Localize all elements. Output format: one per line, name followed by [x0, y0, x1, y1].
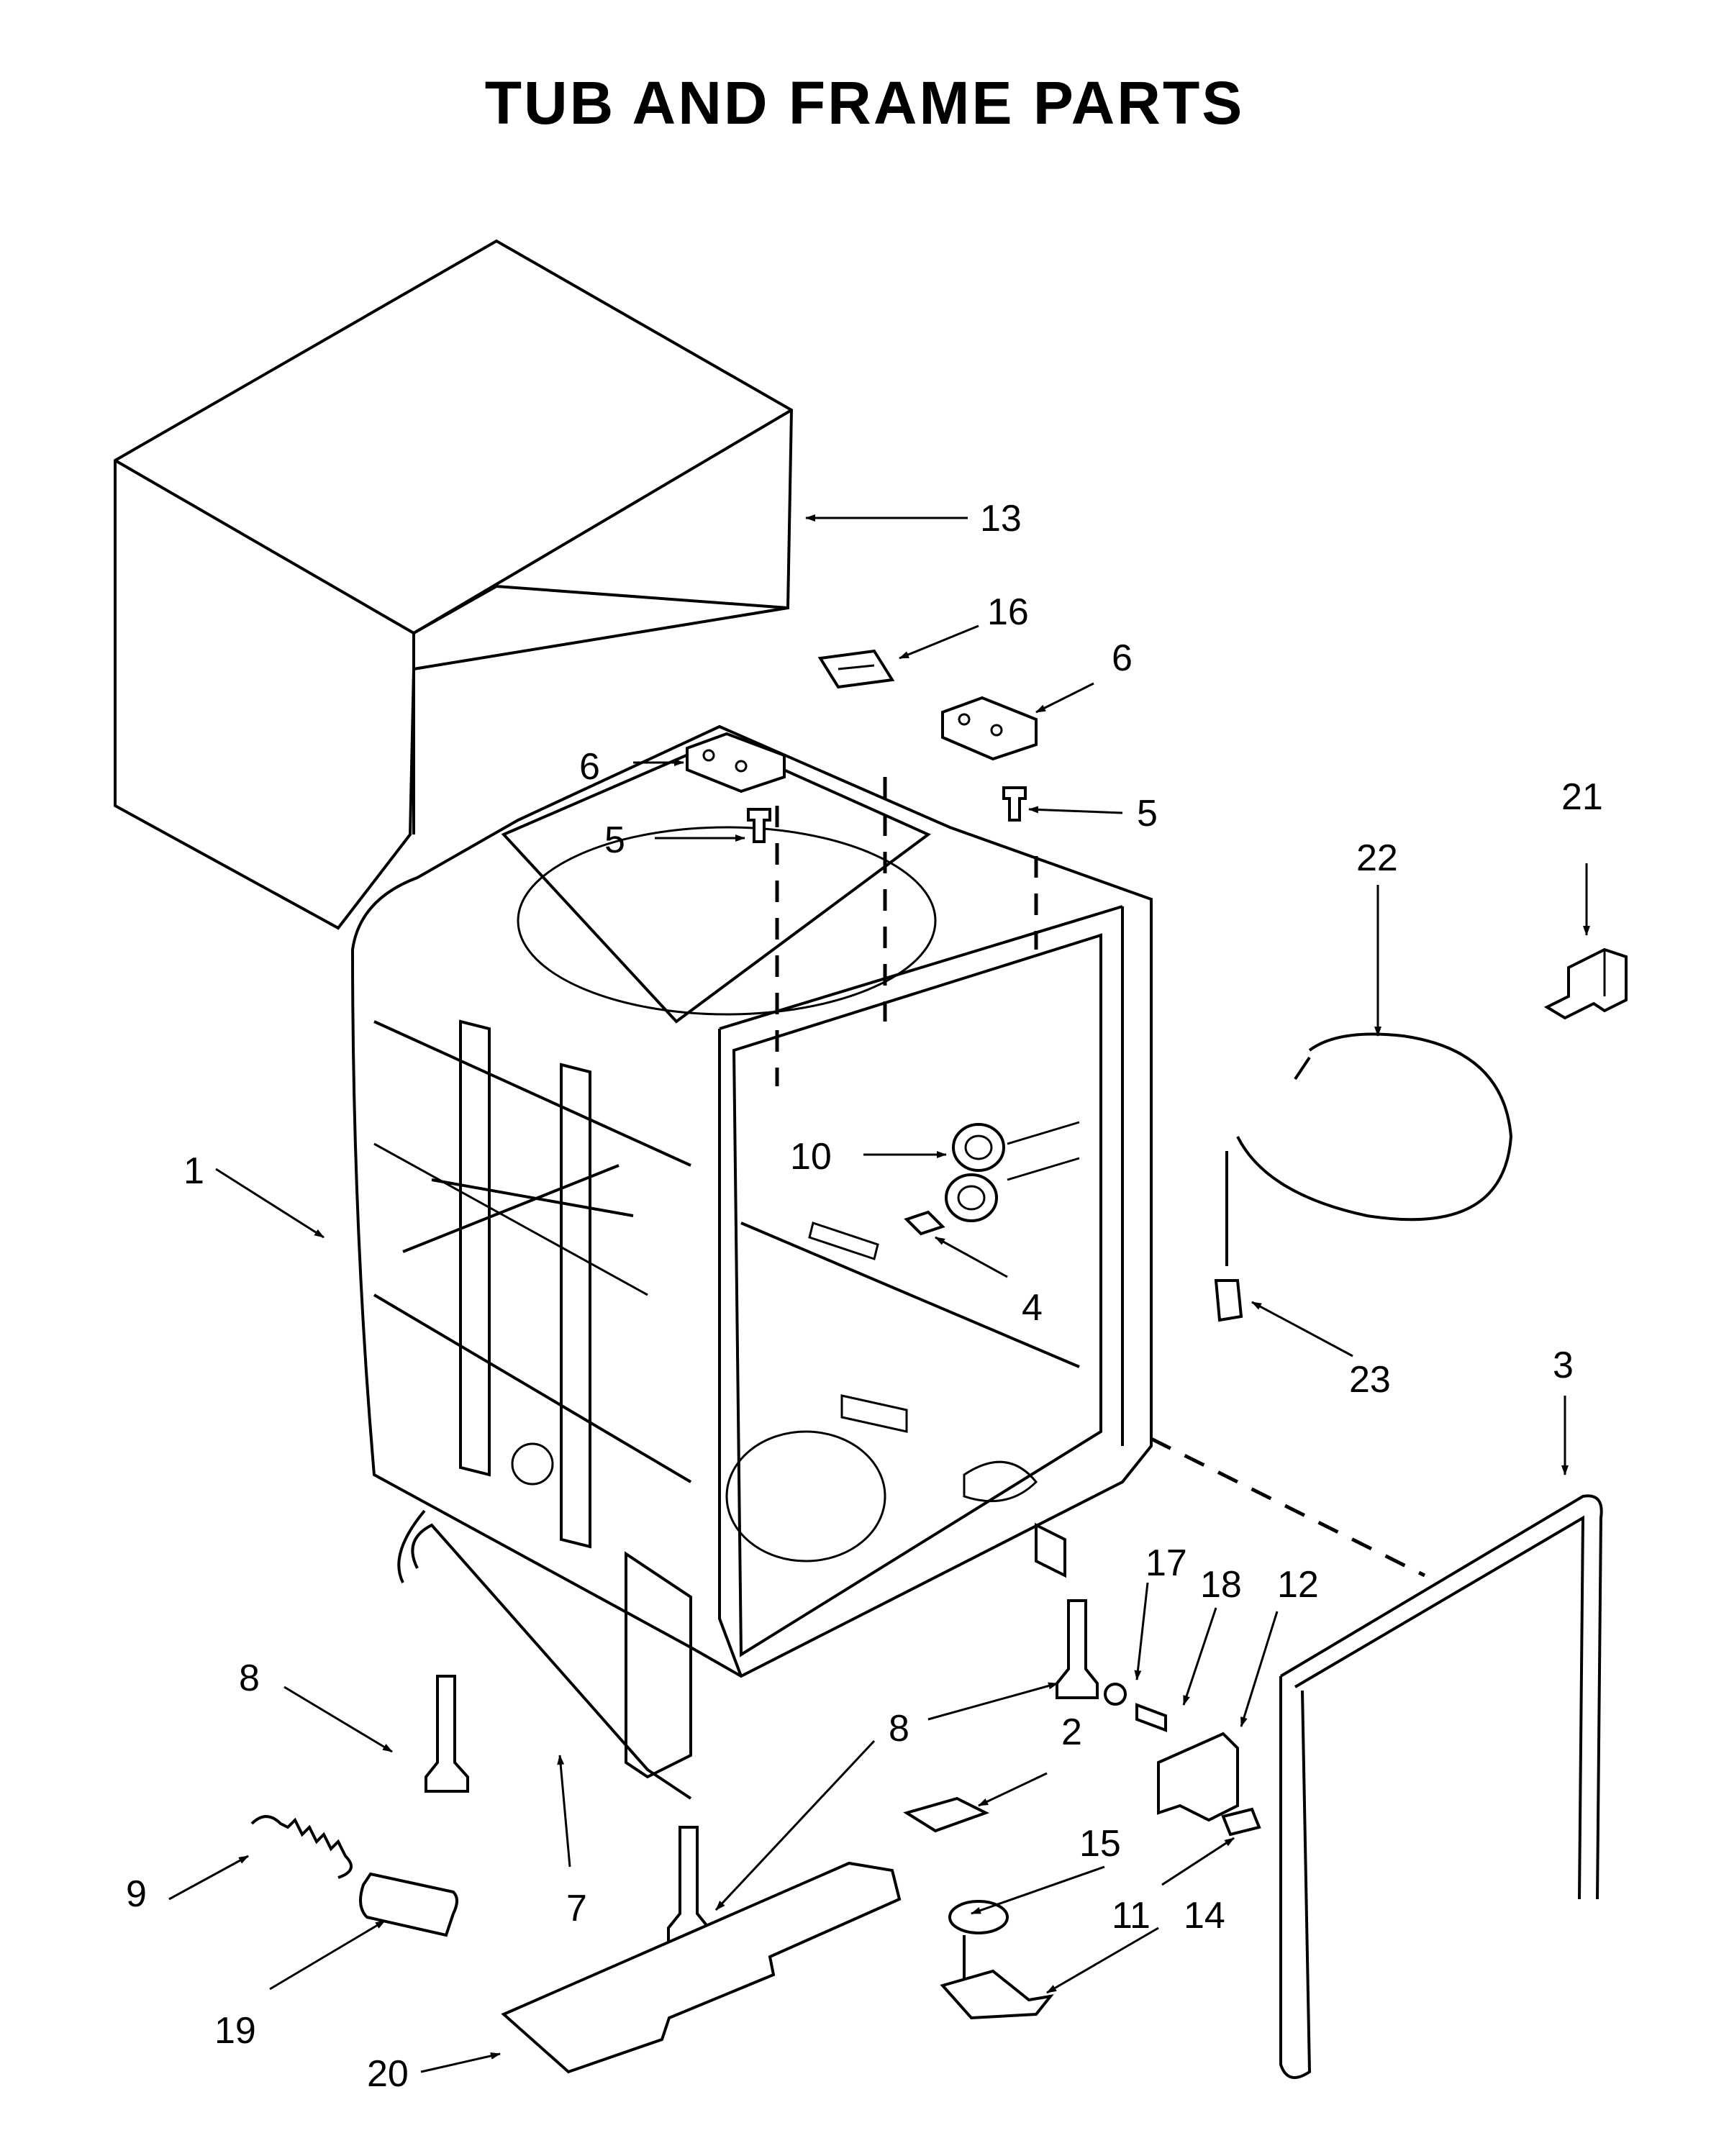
- part-9-spring: [250, 1815, 353, 1879]
- callout-20: 20: [367, 2053, 409, 2095]
- callout-2: 2: [1061, 1711, 1082, 1753]
- part-19-pad: [359, 1872, 458, 1937]
- callout-7: 7: [566, 1888, 587, 1929]
- callout-10: 10: [790, 1136, 832, 1178]
- callout-5-right: 5: [1137, 793, 1158, 834]
- leader-arrows: [168, 514, 1590, 2073]
- diagram-title: TUB AND FRAME PARTS: [484, 69, 1245, 137]
- part-20-base-pad: [501, 1861, 902, 2074]
- part-2-clip: [903, 1796, 990, 1833]
- callout-9: 9: [126, 1873, 147, 1915]
- part-8-leg-right: [1056, 1599, 1099, 1699]
- part-6-hinge-right: [941, 696, 1038, 761]
- part-12-bracket: [1157, 1732, 1239, 1822]
- part-23-sensor: [1214, 1279, 1243, 1322]
- part-5-screw-right: [1002, 786, 1027, 822]
- part-13-tub-cover: [114, 239, 794, 930]
- callout-6-left: 6: [579, 746, 600, 788]
- part-1-tub: [350, 724, 1153, 1779]
- part-16-clip: [817, 649, 895, 689]
- callout-14: 14: [1184, 1895, 1225, 1937]
- callout-22: 22: [1356, 837, 1398, 879]
- callout-21: 21: [1561, 776, 1603, 818]
- callout-labels: 13 16 6 6 5 5 22 21 1 10 4 23 3 17 18 12…: [126, 498, 1603, 2095]
- part-7-door-link: [397, 1509, 692, 1800]
- part-22-wire-harness: [1225, 1032, 1513, 1266]
- part-3-gasket: [1279, 1494, 1603, 2079]
- callout-16: 16: [987, 591, 1029, 633]
- part-8-leg-left: [425, 1675, 469, 1793]
- part-6-hinge-left: [686, 732, 786, 793]
- callout-23: 23: [1349, 1359, 1391, 1401]
- part-8-leg-center: [667, 1826, 710, 1944]
- part-21-bracket: [1543, 947, 1628, 1020]
- part-14-switch-bracket: [940, 1969, 1054, 2020]
- part-15-switch: [948, 1900, 1009, 1986]
- callout-12: 12: [1277, 1564, 1319, 1606]
- callout-4: 4: [1022, 1287, 1043, 1329]
- callout-8-left: 8: [239, 1657, 260, 1699]
- callout-5-left: 5: [604, 819, 625, 861]
- part-4-screw: [904, 1210, 945, 1236]
- part-5-screw-left: [747, 808, 771, 843]
- part-17-nut: [1104, 1683, 1127, 1706]
- part-18-screw: [1135, 1703, 1167, 1732]
- callout-1: 1: [183, 1150, 204, 1192]
- callout-18: 18: [1200, 1564, 1242, 1606]
- callout-8-center: 8: [889, 1708, 909, 1750]
- callout-3: 3: [1553, 1345, 1574, 1386]
- callout-19: 19: [214, 2010, 256, 2052]
- callout-11: 11: [1112, 1895, 1151, 1937]
- assembly-dashed-lines: [775, 777, 1426, 1578]
- callout-13: 13: [980, 498, 1022, 540]
- part-11-screw: [1221, 1807, 1261, 1837]
- part-10-grommets: [945, 1121, 1080, 1222]
- callout-15: 15: [1079, 1823, 1121, 1865]
- callout-6-right: 6: [1112, 637, 1133, 679]
- callout-17: 17: [1145, 1542, 1187, 1584]
